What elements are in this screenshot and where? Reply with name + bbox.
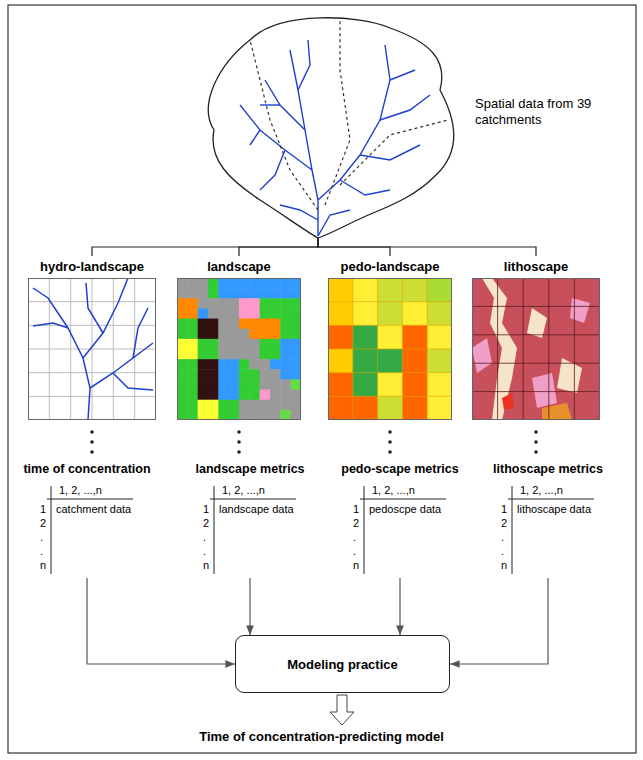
ellipsis-dot [90,430,94,434]
output-label: Time of concentration-predicting model [0,729,643,744]
table-lines [39,484,135,576]
row-number: n [501,558,507,572]
table-heading: pedo-scape metrics [330,462,470,476]
ellipsis-dot [388,440,392,444]
data-table: lithoscape metrics1, 2, ...,n12..nlithos… [478,462,618,578]
table-data: pedoscpe data [369,502,445,516]
column-header: 1, 2, ...,n [222,484,265,496]
row-number: 2 [501,516,507,530]
ellipsis-dot [237,450,241,454]
flow-arrow [450,578,548,664]
column-header: 1, 2, ...,n [59,484,102,496]
map-panel: pedo-landscape [328,256,452,422]
flow-arrow [87,578,235,664]
ellipsis-dot [388,450,392,454]
column-header: 1, 2, ...,n [520,484,563,496]
process-label: Modeling practice [287,657,398,672]
row-number: . [501,530,504,544]
flow-arrow [399,578,400,635]
catchment-map: Spatial data from 39 catchments [190,10,610,238]
ellipsis-dot [90,450,94,454]
ellipsis-dot [90,440,94,444]
row-number: . [203,544,206,558]
table-grid: 1, 2, ...,n12..nlithoscape data [500,484,596,576]
data-table: pedo-scape metrics1, 2, ...,n12..npedosc… [330,462,470,578]
map-image [28,278,156,420]
row-number: . [501,544,504,558]
row-number: n [353,558,359,572]
map-image [177,278,301,420]
row-number: . [203,530,206,544]
process-box: Modeling practice [235,635,450,693]
panel-heading: lithoscape [472,256,600,274]
map-panel: landscape [177,256,301,422]
source-label: Spatial data from 39 catchments [475,96,610,128]
row-number: 2 [40,516,46,530]
ellipsis-dot [534,430,538,434]
table-grid: 1, 2, ...,n12..nlandscape data [202,484,298,576]
table-heading: time of concentration [12,462,162,476]
row-number: 1 [40,502,46,516]
map-image [328,278,452,420]
row-number: n [203,558,209,572]
table-lines [500,484,596,576]
outer-frame [8,5,636,753]
row-number: 2 [353,516,359,530]
row-number: 1 [203,502,209,516]
table-grid: 1, 2, ...,n12..ncatchment data [39,484,135,576]
row-number: n [40,558,46,572]
row-number: . [353,544,356,558]
panel-heading: hydro-landscape [28,256,156,274]
panel-heading: pedo-landscape [328,256,452,274]
panel-heading: landscape [177,256,301,274]
row-number: . [40,530,43,544]
table-lines [202,484,298,576]
branch-line [318,238,536,256]
table-data: lithoscape data [517,502,593,516]
output-arrow [330,695,354,725]
row-number: 2 [203,516,209,530]
ellipsis-dot [388,430,392,434]
catchment-outline [190,10,472,240]
row-number: 1 [501,502,507,516]
data-table: landscape metrics1, 2, ...,n12..nlandsca… [180,462,320,578]
map-panel: lithoscape [472,256,600,422]
flow-arrow [249,578,250,635]
data-table: time of concentration1, 2, ...,n12..ncat… [12,462,162,578]
table-heading: lithoscape metrics [478,462,618,476]
row-number: 1 [353,502,359,516]
ellipsis-dot [534,450,538,454]
map-image [472,278,600,420]
table-lines [352,484,448,576]
table-heading: landscape metrics [180,462,320,476]
ellipsis-dots [90,430,538,454]
table-data: catchment data [56,502,132,516]
ellipsis-dot [237,440,241,444]
column-header: 1, 2, ...,n [372,484,415,496]
row-number: . [40,544,43,558]
ellipsis-dot [534,440,538,444]
table-data: landscape data [219,502,295,516]
branch-line [239,238,318,256]
map-panel: hydro-landscape [28,256,156,422]
branch-line [92,238,318,256]
row-number: . [353,530,356,544]
table-grid: 1, 2, ...,n12..npedoscpe data [352,484,448,576]
ellipsis-dot [237,430,241,434]
